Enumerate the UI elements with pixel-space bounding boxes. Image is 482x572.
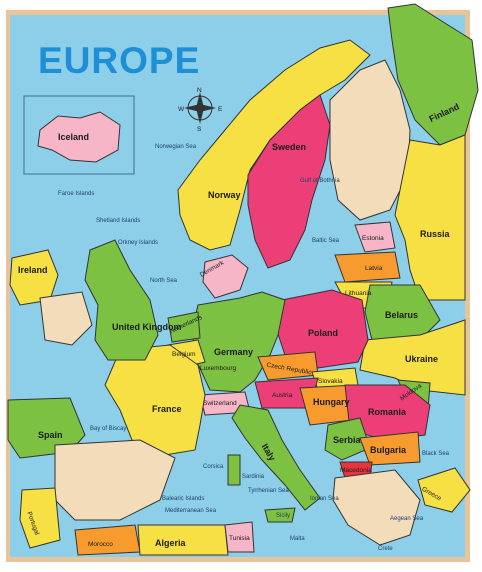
compass-e: E (218, 106, 223, 113)
tunisia-piece[interactable] (224, 521, 255, 553)
serbia-piece[interactable] (324, 417, 371, 461)
sardinia-piece[interactable] (227, 454, 241, 486)
label-corsica: Corsica (203, 464, 224, 470)
italy-piece[interactable] (231, 404, 321, 511)
label-tunisia: Tunisia (229, 535, 250, 542)
label-spain: Spain (38, 430, 63, 440)
label-bay-of-biscay: Bay of Biscay (90, 426, 126, 432)
label-ukraine: Ukraine (405, 354, 438, 364)
label-faroe-islands: Faroe Islands (58, 191, 94, 197)
label-sicily: Sicily (276, 513, 290, 519)
label-bulgaria: Bulgaria (370, 445, 407, 455)
iceland-piece[interactable] (37, 111, 121, 163)
compass-rose-icon (184, 92, 216, 124)
label-france: France (152, 404, 182, 414)
compass-s: S (197, 126, 202, 133)
label-crete: Crete (378, 546, 393, 552)
estonia-piece[interactable] (354, 221, 396, 253)
label-norwegian-sea: Norwegian Sea (155, 144, 197, 150)
turkey-piece[interactable] (417, 467, 471, 513)
label-ireland: Ireland (18, 265, 48, 275)
label-norway: Norway (208, 190, 241, 200)
label-latvia: Latvia (365, 265, 383, 272)
label-ionian-sea: Ionian Sea (310, 496, 339, 502)
label-shetland-islands: Shetland Islands (96, 218, 140, 224)
latvia-piece[interactable] (334, 251, 401, 283)
label-belarus: Belarus (385, 310, 418, 320)
label-poland: Poland (308, 328, 338, 338)
portugal-piece[interactable] (19, 487, 61, 549)
label-macedonia: Macedonia (340, 467, 372, 474)
label-serbia: Serbia (333, 435, 362, 445)
morocco-piece[interactable] (74, 524, 141, 556)
label-aegean-sea: Aegean Sea (390, 516, 424, 522)
sicily-piece[interactable] (264, 507, 296, 523)
label-romania: Romania (368, 407, 407, 417)
greece-piece[interactable] (332, 469, 421, 546)
map-title: EUROPE (38, 40, 201, 81)
label-mediterranean-sea: Mediterranean Sea (165, 508, 217, 514)
label-baltic-sea: Baltic Sea (312, 238, 340, 244)
denmark-piece[interactable] (202, 254, 249, 299)
ukraine-piece[interactable] (359, 319, 466, 396)
label-estonia: Estonia (362, 235, 384, 242)
label-switzerland: Switzerland (203, 400, 237, 407)
sweden-piece[interactable] (247, 94, 331, 269)
label-malta: Malta (290, 536, 305, 542)
label-north-sea: North Sea (150, 278, 178, 284)
label-morocco: Morocco (88, 541, 113, 548)
compass-w: W (178, 106, 185, 113)
label-russia: Russia (420, 229, 451, 239)
netherlands-piece[interactable] (167, 311, 201, 343)
label-orkney-islands: Orkney Islands (118, 240, 158, 246)
algeria-piece[interactable] (137, 524, 229, 556)
label-balearic-islands: Balearic Islands (162, 496, 204, 502)
label-slovakia: Slovakia (318, 378, 343, 385)
france-piece[interactable] (104, 344, 206, 456)
label-black-sea: Black Sea (422, 451, 450, 457)
bulgaria-piece[interactable] (359, 431, 421, 466)
label-uk: United Kingdom (112, 322, 182, 332)
label-iceland: Iceland (58, 132, 89, 142)
label-sweden: Sweden (272, 142, 306, 152)
label-gulf-of-bothnia: Gulf of Bothnia (300, 178, 340, 184)
label-sardinia: Sardinia (242, 474, 265, 480)
uk-piece[interactable] (84, 239, 159, 361)
label-belgium: Belgium (172, 351, 195, 358)
compass-n: N (197, 87, 202, 94)
label-luxembourg: Luxembourg (200, 365, 237, 372)
label-tyrrhenian-sea: Tyrrhenian Sea (248, 488, 289, 494)
label-algeria: Algeria (155, 538, 187, 548)
spain-piece[interactable] (54, 439, 176, 521)
label-lithuania: Lithuania (345, 290, 372, 297)
label-austria: Austria (272, 392, 293, 399)
iceland-inset (23, 95, 135, 175)
label-germany: Germany (214, 347, 253, 357)
ireland-slot (39, 291, 93, 346)
label-hungary: Hungary (313, 397, 350, 407)
